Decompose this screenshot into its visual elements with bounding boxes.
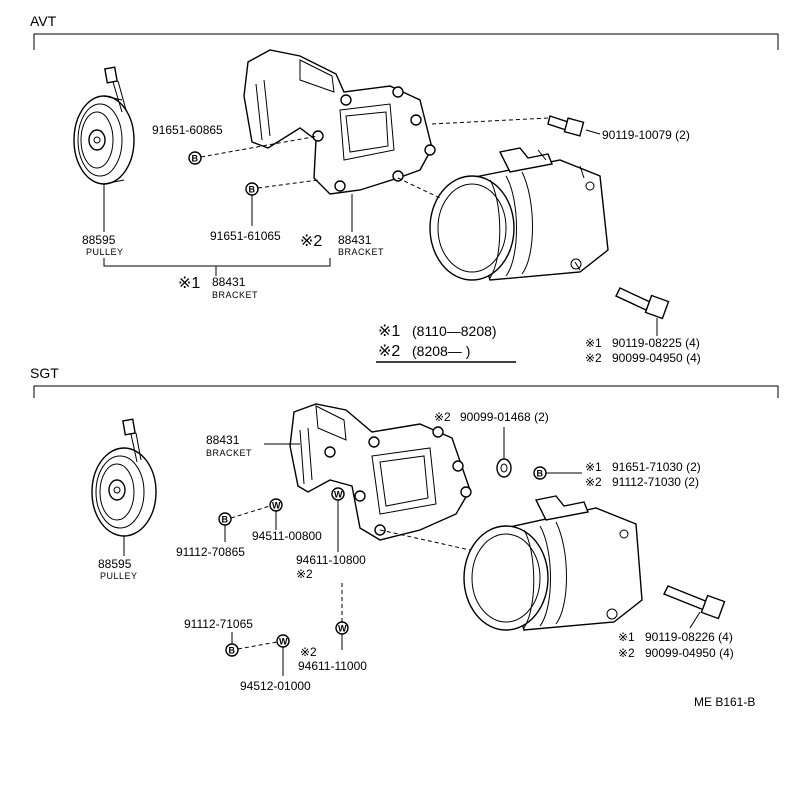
sgt-pulley-drawing	[91, 447, 157, 537]
avt-pulley-drawing	[73, 95, 135, 185]
sgt-washer-upper-letter: W	[272, 501, 281, 511]
sgt-mount-1-number: 90119-08226 (4)	[645, 630, 733, 644]
avt-bolt-upper-icon-letter: B	[192, 154, 199, 164]
avt-bracket-label: BRACKET	[338, 247, 384, 257]
diagram-code: ME B161-B	[694, 695, 755, 709]
avt-assy-bracket-line	[103, 258, 331, 267]
avt-bolt-upper-number: 91651-60865	[152, 123, 223, 137]
avt-pulley-label: PULLEY	[86, 247, 124, 257]
avt-mount-1-marker: ※1	[585, 336, 602, 350]
sgt-washer-mid-number: 94611-10800	[296, 553, 366, 567]
avt-pulley-number: 88595	[82, 233, 116, 247]
avt-compressor-dashline	[397, 177, 441, 199]
sgt-bolt-upper-left-letter: B	[222, 515, 229, 525]
legend-2-range: (8208— )	[412, 343, 470, 359]
sgt-bracket-number: 88431	[206, 433, 240, 447]
sgt-mount-2-marker: ※2	[618, 646, 635, 660]
sgt-washer-lower-number: 94611-11000	[298, 659, 367, 673]
avt-compressor-drawing	[429, 147, 609, 281]
sgt-bolt-upper-left-number: 91112-70865	[176, 545, 245, 559]
sgt-washer-bottom-number: 94512-01000	[240, 679, 311, 693]
avt-bracket-marker: ※2	[300, 233, 322, 250]
sgt-lower-dashline	[237, 641, 278, 650]
avt-mount-bolt-drawing	[615, 287, 670, 320]
avt-frame	[33, 33, 779, 50]
avt-section-title: AVT	[30, 13, 57, 29]
sgt-bolt-a-number: 91651-71030 (2)	[612, 460, 701, 474]
avt-right-bolt-drawing	[547, 115, 585, 137]
sgt-bolt-lower-left-letter: B	[229, 646, 236, 656]
avt-right-bolt-number: 90119-10079 (2)	[602, 128, 690, 142]
avt-bolt-lower-icon-letter: B	[249, 185, 256, 195]
sgt-bolt-b-icon-letter: B	[537, 469, 544, 479]
legend-1-marker: ※1	[378, 323, 400, 340]
sgt-nut-marker: ※2	[434, 410, 451, 424]
avt-bracket-number: 88431	[338, 233, 372, 247]
sgt-section-title: SGT	[30, 365, 59, 381]
avt-right-bolt-leader	[585, 129, 601, 135]
sgt-pulley-number: 88595	[98, 557, 132, 571]
sgt-washer-mid-marker: ※2	[296, 567, 313, 581]
sgt-bracket-label: BRACKET	[206, 448, 252, 458]
sgt-mount-bolt-drawing	[663, 585, 726, 620]
sgt-washer-bottom-letter: W	[279, 637, 288, 647]
sgt-frame	[33, 385, 779, 398]
sgt-washer-mid-letter: W	[334, 490, 343, 500]
sgt-compressor-dashline	[379, 529, 471, 551]
avt-mount-2-marker: ※2	[585, 351, 602, 365]
sgt-washer-upper-number: 94511-00800	[252, 529, 322, 543]
avt-bolt-lower-number: 91651-61065	[210, 229, 281, 243]
avt-assy-number: 88431	[212, 275, 246, 289]
avt-mount-1-number: 90119-08225 (4)	[612, 336, 700, 350]
avt-pulley-bolt-drawing	[104, 66, 127, 113]
avt-assy-label: BRACKET	[212, 290, 258, 300]
sgt-bracket-drawing	[289, 403, 472, 541]
sgt-pulley-bolt-drawing	[122, 418, 142, 463]
sgt-compressor-drawing	[463, 495, 643, 631]
sgt-bolt-b-marker: ※2	[585, 475, 602, 489]
sgt-mount-bolt-leader	[689, 611, 701, 629]
legend-1-range: (8110—8208)	[412, 323, 497, 339]
sgt-mount-2-number: 90099-04950 (4)	[645, 646, 734, 660]
sgt-washer-lower-marker: ※2	[300, 645, 317, 659]
avt-assy-marker: ※1	[178, 275, 200, 292]
sgt-bolt-a-marker: ※1	[585, 460, 602, 474]
sgt-pulley-label: PULLEY	[100, 571, 138, 581]
sgt-washer-lower-letter: W	[338, 624, 347, 634]
avt-bolt-upper-icon	[188, 151, 202, 165]
avt-bolt-upper-dashline	[200, 135, 319, 158]
avt-mount-2-number: 90099-04950 (4)	[612, 351, 701, 365]
sgt-mount-1-marker: ※1	[618, 630, 635, 644]
sgt-upper-dashline	[230, 505, 271, 519]
sgt-bolt-b-number: 91112-71030 (2)	[612, 475, 699, 489]
sgt-bolt-lower-left-number: 91112-71065	[184, 617, 253, 631]
sgt-nut-number: 90099-01468 (2)	[460, 410, 549, 424]
sgt-nut-icon	[496, 458, 512, 478]
avt-bracket-drawing	[243, 49, 436, 195]
legend-2-marker: ※2	[378, 343, 400, 360]
avt-right-bolt-dashline	[431, 117, 549, 125]
avt-bolt-lower-dashline	[257, 179, 319, 189]
